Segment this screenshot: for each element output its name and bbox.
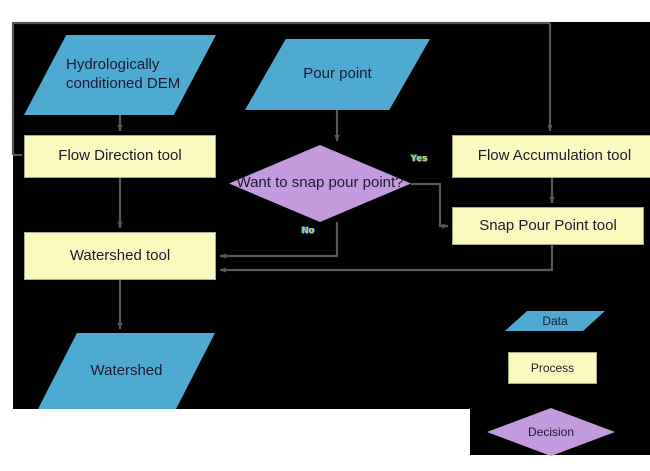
node-label: Watershed	[90, 361, 163, 379]
node-label: Want to snap pour point?	[236, 174, 404, 192]
legend-item-process: Process	[508, 352, 597, 384]
node-snap-pour-point-tool[interactable]: Snap Pour Point tool	[452, 207, 644, 245]
node-flow-direction-tool[interactable]: Flow Direction tool	[24, 135, 216, 178]
node-flow-accumulation-tool[interactable]: Flow Accumulation tool	[452, 135, 650, 178]
legend-label: Process	[530, 360, 575, 375]
edge-label-yes: Yes	[411, 153, 429, 163]
node-label: Hydrologically conditioned DEM	[66, 56, 181, 92]
node-watershed-tool[interactable]: Watershed tool	[24, 232, 216, 280]
legend-label: Data	[542, 313, 568, 328]
legend-label: Decision	[527, 424, 575, 439]
node-label: Flow Accumulation tool	[477, 147, 632, 165]
node-label: Watershed tool	[69, 246, 171, 264]
legend-item-data: Data	[505, 311, 605, 331]
node-label: Flow Direction tool	[58, 147, 182, 165]
node-label: Pour point	[303, 65, 372, 83]
node-label: Snap Pour Point tool	[479, 216, 617, 234]
edge-label-no: No	[302, 225, 315, 235]
